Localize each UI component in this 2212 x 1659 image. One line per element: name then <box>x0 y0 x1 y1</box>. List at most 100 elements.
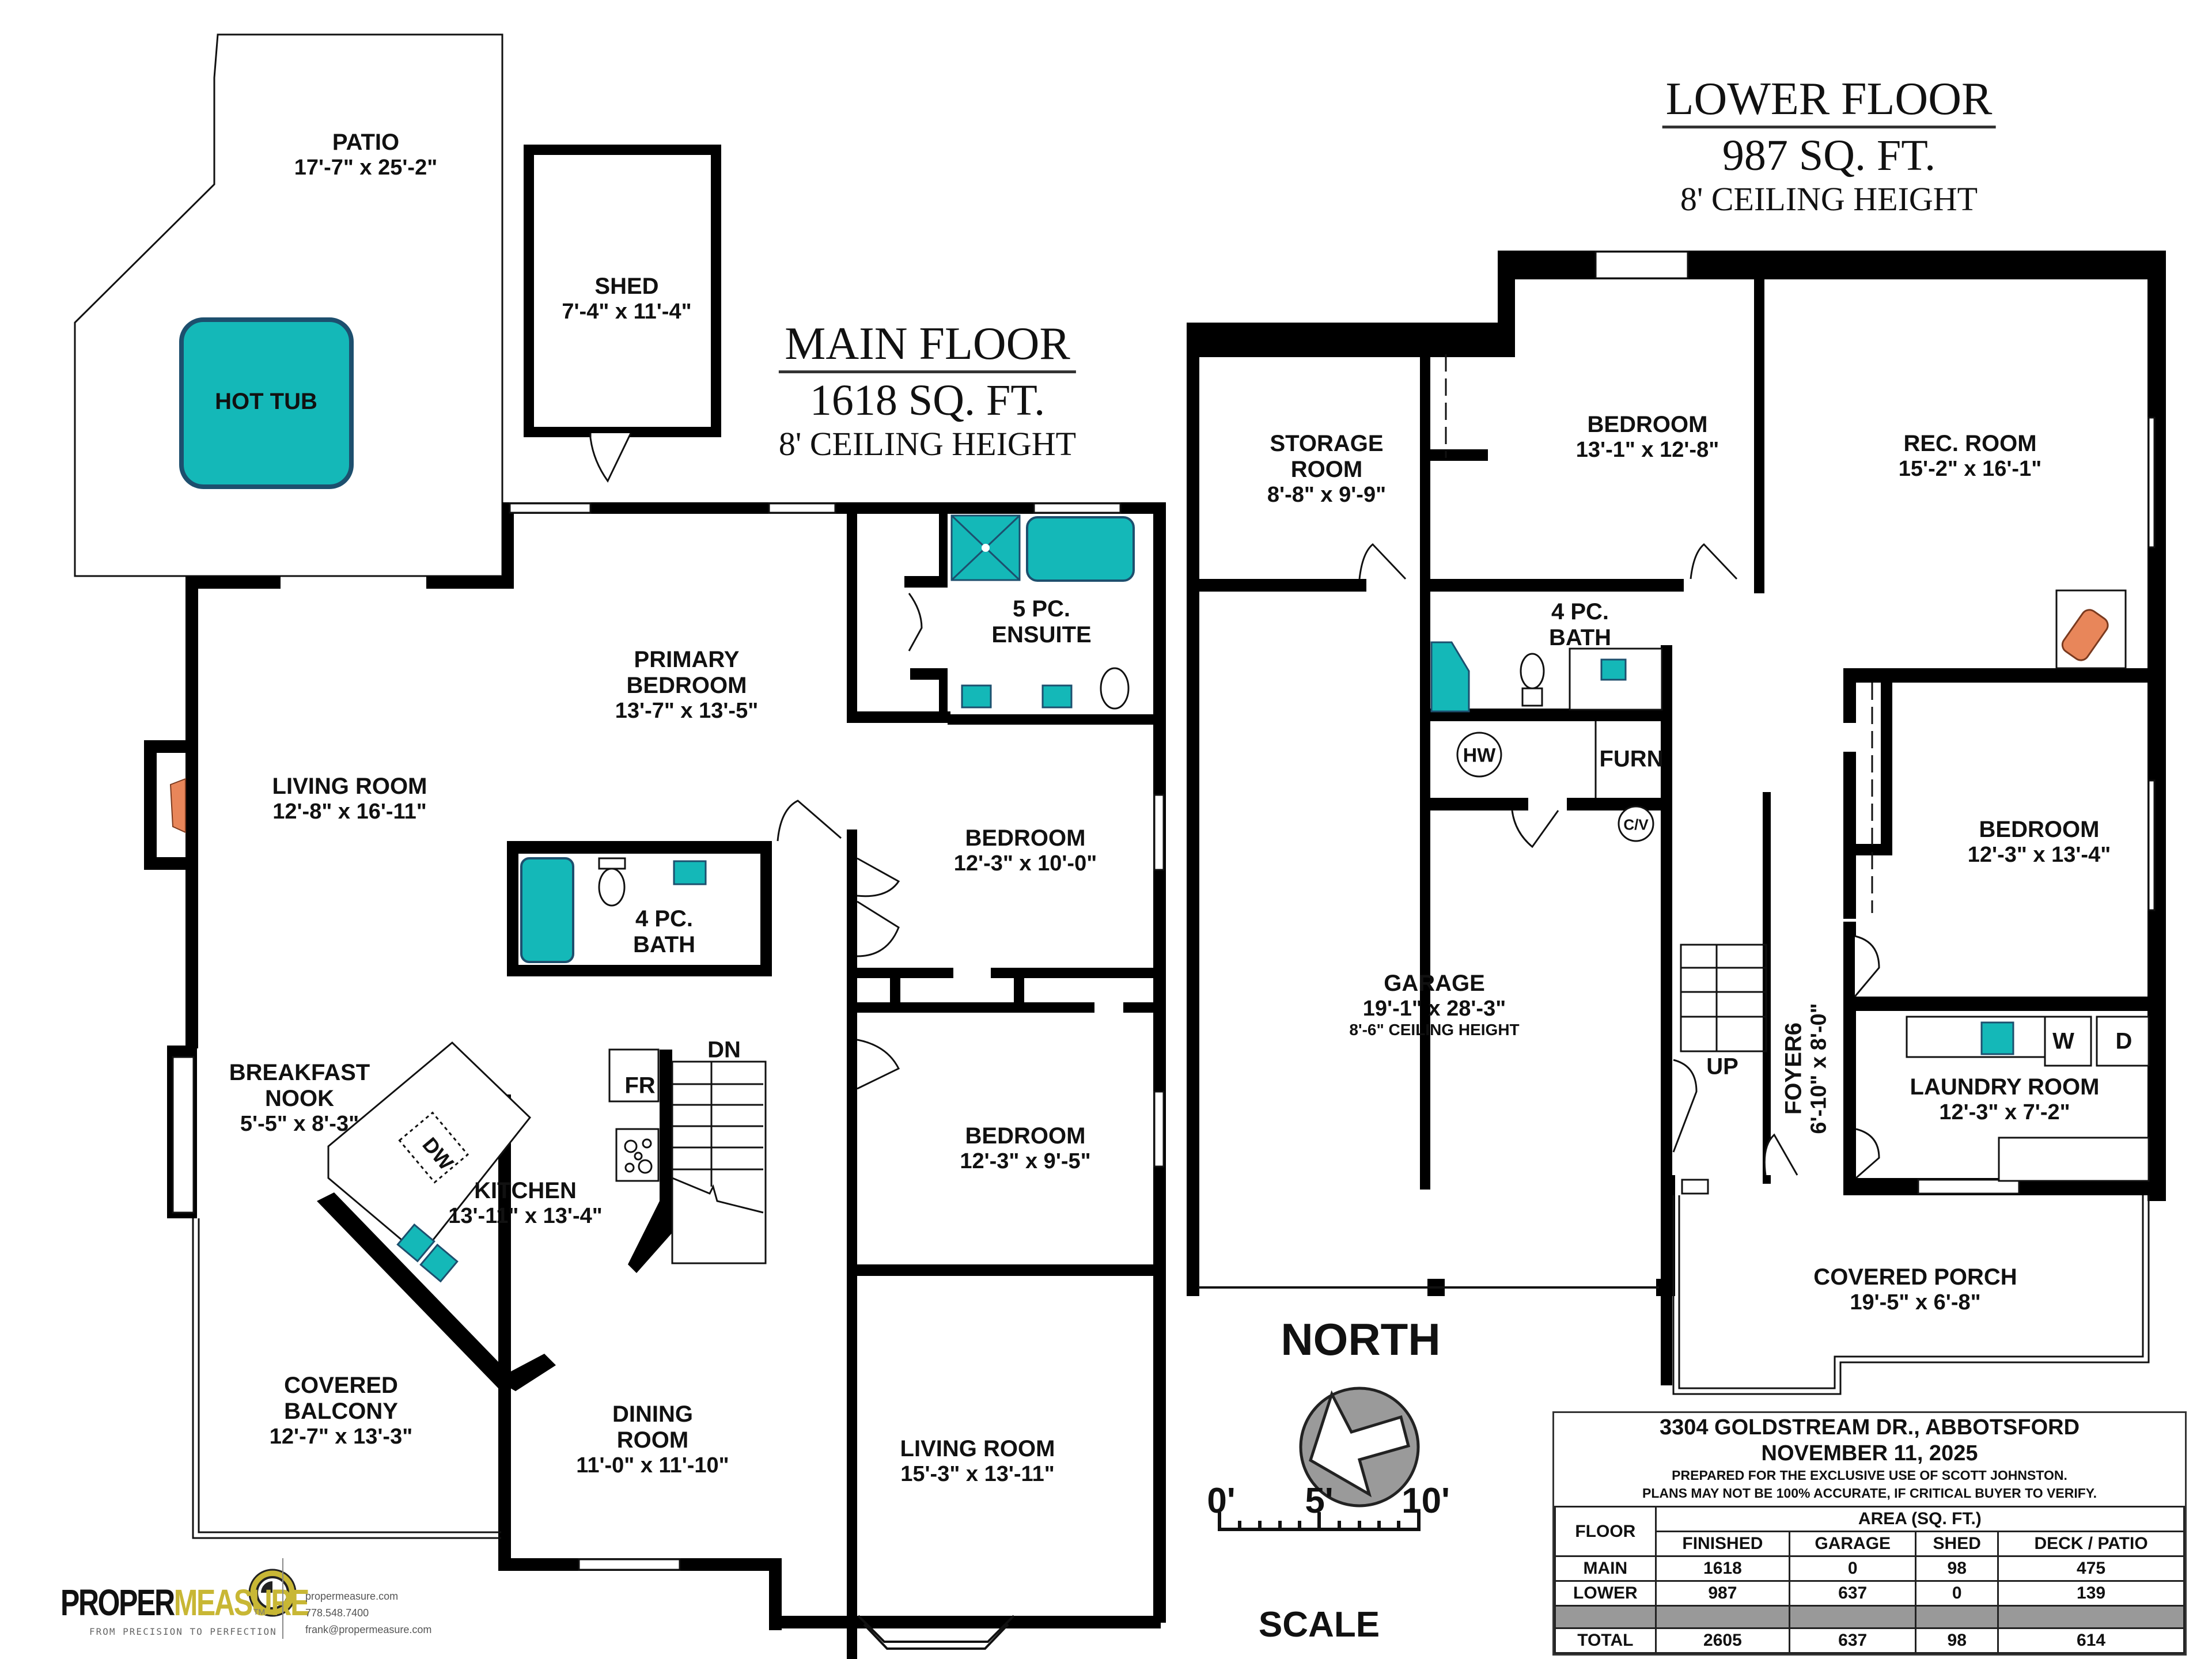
table-spacer-row <box>1554 1605 2185 1630</box>
toilet-icon <box>598 868 626 907</box>
col-garage: GARAGE <box>1789 1531 1917 1558</box>
hot-water-label: HW <box>1463 744 1496 767</box>
room-label-bedroom-3: BEDROOM 12'-3" x 9'-5" <box>960 1123 1091 1173</box>
window <box>768 502 836 514</box>
fridge-label: FR <box>624 1073 656 1099</box>
email-link[interactable]: frank@propermeasure.com <box>305 1623 432 1635</box>
patio-outline <box>74 33 503 577</box>
dishwasher-outline <box>398 1111 469 1184</box>
stairs-up-icon <box>1680 944 1767 1052</box>
logo-divider <box>282 1558 283 1639</box>
lower-floor-title: LOWER FLOOR <box>1662 75 1996 128</box>
room-label-kitchen: KITCHEN 13'-11" x 13'-4" <box>448 1178 603 1228</box>
toilet-icon <box>1520 653 1545 690</box>
area-header: AREA (SQ. FT.) <box>1654 1506 2186 1533</box>
room-label-covered-balcony: COVERED BALCONY 12'-7" x 13'-3" <box>269 1373 413 1449</box>
bay-window <box>857 1615 1015 1643</box>
scale-tick-5: 5' <box>1305 1481 1334 1521</box>
room-label-laundry-room: LAUNDRY ROOM 12'-3" x 7'-2" <box>1910 1074 2100 1124</box>
room-label-rec-room: REC. ROOM 15'-2" x 16'-1" <box>1898 431 2042 481</box>
room-label-living-room-upper: LIVING ROOM 12'-8" x 16'-11" <box>272 774 427 824</box>
north-label: NORTH <box>1281 1314 1441 1365</box>
main-floor-drawing <box>74 33 1166 1659</box>
room-label-covered-porch: COVERED PORCH 19'-5" x 6'-8" <box>1813 1264 2017 1315</box>
window <box>2147 779 2156 911</box>
tagline: FROM PRECISION TO PERFECTION <box>89 1626 277 1637</box>
floor-header: FLOOR <box>1554 1506 1657 1558</box>
hot-water-tank-icon <box>1456 732 1502 778</box>
laundry-sink-icon <box>1980 1021 2014 1055</box>
toilet-icon <box>1100 667 1130 710</box>
prepared-for-note: PREPARED FOR THE EXCLUSIVE USE OF SCOTT … <box>1672 1468 2067 1483</box>
lower-floor-ceiling: 8' CEILING HEIGHT <box>1680 180 1978 218</box>
window <box>2147 416 2156 548</box>
furnace-label: FURN <box>1599 746 1664 772</box>
window <box>1153 794 1165 871</box>
fridge-icon <box>608 1048 660 1103</box>
scale-tick-10: 10' <box>1402 1481 1450 1521</box>
dryer-label: D <box>2115 1028 2133 1054</box>
room-label-hot-tub: HOT TUB <box>215 389 317 414</box>
central-vac-label: C/V <box>1623 816 1649 834</box>
washer-label: W <box>2052 1028 2074 1054</box>
lower-floor-title-block: LOWER FLOOR 987 SQ. FT. 8' CEILING HEIGH… <box>1662 75 1996 218</box>
area-table: FLOOR AREA (SQ. FT.) FINISHED GARAGE SHE… <box>1554 1506 2186 1654</box>
logo-target-icon <box>248 1569 297 1617</box>
company-logo: PROPERMEASURE TM FROM PRECISION TO PERFE… <box>58 1552 472 1650</box>
hot-tub-icon <box>179 317 354 489</box>
table-row-total: TOTAL 2605 637 98 614 <box>1554 1627 2185 1654</box>
info-header: 3304 GOLDSTREAM DR., ABBOTSFORD NOVEMBER… <box>1554 1413 2185 1506</box>
room-label-living-room-lower: LIVING ROOM 15'-3" x 13'-11" <box>900 1436 1055 1486</box>
door-swings <box>777 543 1880 1179</box>
col-shed: SHED <box>1915 1531 1999 1558</box>
ensuite-tub-icon <box>1026 516 1135 582</box>
room-label-bedroom-2: BEDROOM 12'-3" x 10'-0" <box>953 825 1097 876</box>
phone-number: 778.548.7400 <box>305 1607 369 1619</box>
room-label-garage: GARAGE 19'-1" x 28'-3" 8'-6" CEILING HEI… <box>1349 971 1520 1039</box>
stove-icon <box>615 1128 660 1182</box>
shed-door-icon <box>589 433 632 483</box>
main-floor-ceiling: 8' CEILING HEIGHT <box>778 425 1077 463</box>
window <box>1917 1179 2020 1195</box>
porch-outline <box>1672 1195 2150 1395</box>
central-vac-icon <box>1618 805 1654 842</box>
website-link[interactable]: propermeasure.com <box>305 1590 399 1602</box>
dryer-icon <box>2096 1016 2150 1067</box>
corner-shower-icon <box>1430 641 1470 713</box>
trademark: TM <box>253 1607 266 1616</box>
stairs-down-label: DN <box>707 1037 741 1063</box>
main-floor-area: 1618 SQ. FT. <box>809 376 1046 425</box>
shed-walls <box>524 145 721 437</box>
room-label-lower-bedroom-2: BEDROOM 12'-3" x 13'-4" <box>1967 817 2111 867</box>
fireplace-icon <box>169 778 186 834</box>
window <box>1153 1090 1165 1168</box>
room-label-patio: PATIO 17'-7" x 25'-2" <box>294 130 438 180</box>
room-label-main-bath: 4 PC. BATH <box>632 906 696 957</box>
north-compass-icon <box>1299 1387 1420 1508</box>
ensuite-vanity-sink <box>1041 684 1073 709</box>
table-row: MAIN 1618 0 98 475 <box>1554 1555 2185 1582</box>
property-address: 3304 GOLDSTREAM DR., ABBOTSFORD <box>1659 1415 2080 1440</box>
col-deck-patio: DECK / PATIO <box>1997 1531 2185 1558</box>
main-floor-title-block: MAIN FLOOR 1618 SQ. FT. 8' CEILING HEIGH… <box>778 320 1077 463</box>
window <box>1594 251 1689 279</box>
scale-bar <box>1218 1512 1421 1531</box>
balcony-outline <box>192 1218 501 1539</box>
room-label-lower-bath: 4 PC. BATH <box>1548 599 1612 650</box>
bathtub-icon <box>520 857 574 963</box>
room-label-shed: SHED 7'-4" x 11'-4" <box>562 274 692 324</box>
window <box>1033 502 1122 514</box>
room-label-dining-room: DINING ROOM 11'-0" x 11'-10" <box>576 1402 729 1478</box>
col-finished: FINISHED <box>1654 1531 1791 1558</box>
sink-icon <box>1600 658 1627 681</box>
fireplace-icon <box>2061 609 2109 661</box>
lower-floor-area: 987 SQ. FT. <box>1722 131 1936 180</box>
plan-date: NOVEMBER 11, 2025 <box>1761 1441 1978 1465</box>
window <box>172 1056 195 1214</box>
stairs-down-icon <box>671 1060 767 1264</box>
stairs-up-label: UP <box>1706 1054 1738 1080</box>
scale-tick-0: 0' <box>1207 1481 1236 1521</box>
window <box>578 1558 681 1571</box>
sink-icon <box>673 860 707 885</box>
